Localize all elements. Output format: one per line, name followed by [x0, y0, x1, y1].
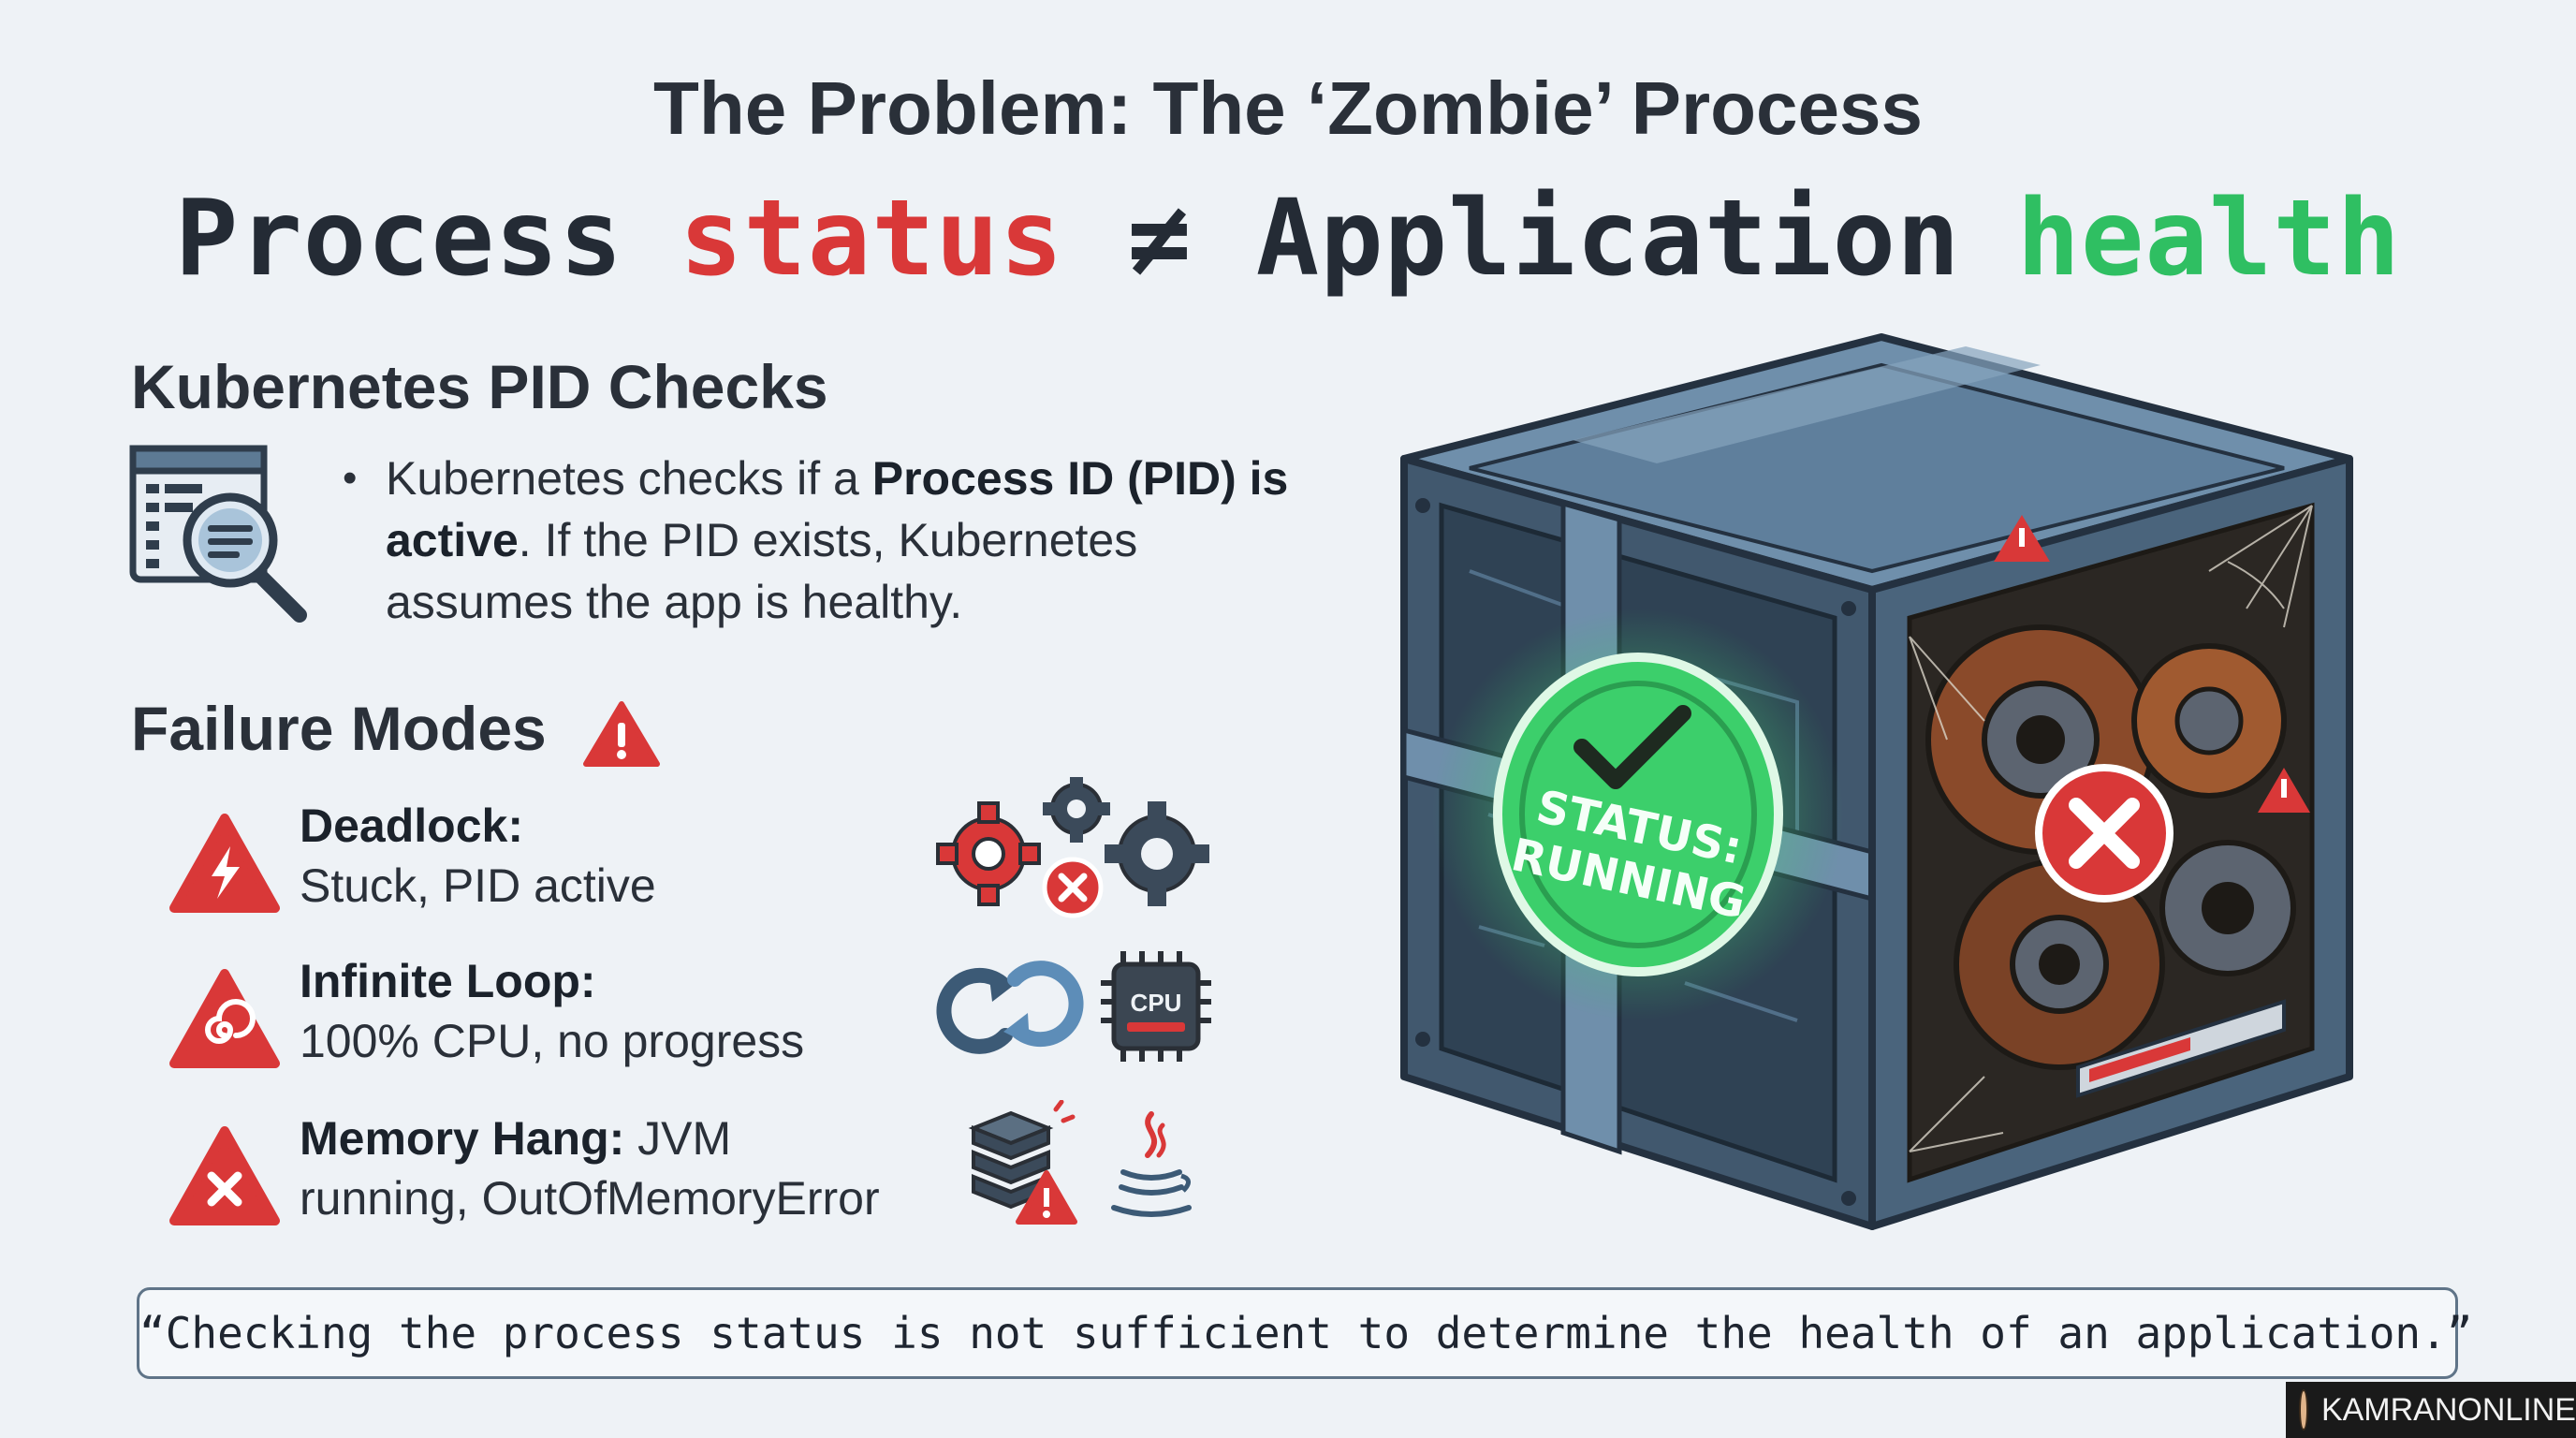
headline-health: health — [2016, 178, 2402, 300]
brand-watermark: KAMRANONLINE — [2286, 1382, 2576, 1438]
headline-application: Application — [1255, 178, 1961, 300]
memory-hang-name: Memory Hang: — [300, 1112, 625, 1165]
headline: Process status ≠ Application health — [0, 178, 2576, 300]
headline-process: Process — [174, 178, 623, 300]
bullet-rest: . If the PID exists, Kubernetes assumes … — [386, 514, 1138, 628]
zombie-container-illustration: STATUS: RUNNING — [1400, 333, 2353, 1230]
avatar — [2299, 1389, 2308, 1431]
bullet-intro: Kubernetes checks if a — [386, 452, 872, 505]
memory-hang-detail: running, OutOfMemoryError — [300, 1172, 880, 1225]
lightning-warning-icon — [169, 814, 280, 913]
bullet-bold: Process ID (PID) is active — [386, 452, 1289, 566]
java-cup-icon — [1111, 1111, 1192, 1217]
brand-label: KAMRANONLINE — [2320, 1391, 2576, 1428]
infinite-loop-detail: 100% CPU, no progress — [300, 1015, 805, 1067]
headline-not-equal: ≠ — [1127, 178, 1193, 300]
infinite-loop-name: Infinite Loop: — [300, 955, 596, 1007]
pid-bullet: • Kubernetes checks if a Process ID (PID… — [343, 448, 1329, 633]
quote-box: “Checking the process status is not suff… — [137, 1287, 2473, 1379]
warning-icon — [583, 700, 661, 767]
failure-mode-memory-hang: Memory Hang: JVM running, OutOfMemoryErr… — [168, 1108, 964, 1240]
failure-mode-deadlock: Deadlock: Stuck, PID active — [168, 796, 964, 927]
gears-error-icon — [936, 777, 1209, 918]
x-warning-icon — [169, 1126, 280, 1225]
failure-modes-label: Failure Modes — [131, 694, 547, 763]
deadlock-detail: Stuck, PID active — [300, 859, 656, 912]
failure-modes-heading: Failure Modes — [131, 693, 661, 768]
pid-checks-heading: Kubernetes PID Checks — [131, 352, 828, 421]
failure-mode-infinite-loop: Infinite Loop: 100% CPU, no progress — [168, 951, 964, 1082]
spiral-warning-icon — [169, 969, 280, 1068]
cpu-chip-icon: CPU — [1101, 951, 1211, 1062]
memory-hang-inline: JVM — [624, 1112, 732, 1165]
database-warning-icon — [968, 1100, 1077, 1225]
page-title: The Problem: The ‘Zombie’ Process — [653, 66, 1923, 150]
headline-status: status — [679, 178, 1064, 300]
deadlock-name: Deadlock: — [300, 800, 523, 852]
cpu-chip-label: CPU — [1131, 989, 1182, 1017]
browser-search-icon — [129, 445, 307, 623]
bullet-dot: • — [343, 455, 358, 501]
refresh-loop-icon — [936, 961, 1084, 1054]
